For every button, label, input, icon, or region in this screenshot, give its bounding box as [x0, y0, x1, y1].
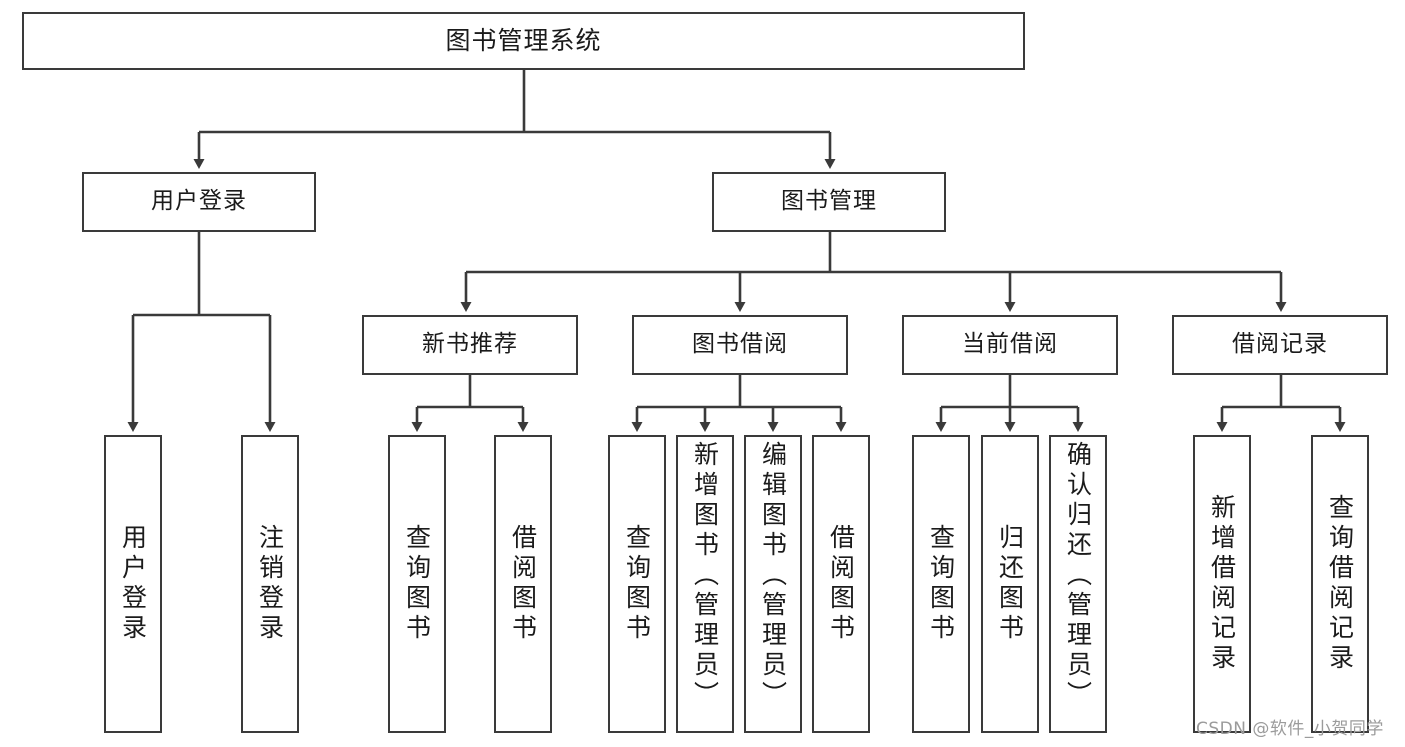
- node-current-borrow-label: 当前借阅: [962, 331, 1058, 358]
- leaf-user-login-signout[interactable]: 注销登录: [241, 435, 299, 733]
- leaf-record-add-record[interactable]: 新增借阅记录: [1193, 435, 1251, 733]
- leaf-current-return-book[interactable]: 归还图书: [981, 435, 1039, 733]
- node-root-system-label: 图书管理系统: [445, 26, 602, 56]
- leaf-current-confirm-return[interactable]: 确认归还（管理员）: [1049, 435, 1107, 733]
- leaf-borrow-query-book-label: 查询图书: [622, 524, 652, 644]
- node-book-management[interactable]: 图书管理: [712, 172, 946, 232]
- leaf-newbook-borrow-book-label: 借阅图书: [508, 524, 538, 644]
- leaf-current-confirm-return-label: 确认归还（管理员）: [1063, 441, 1093, 711]
- node-book-borrow-label: 图书借阅: [692, 331, 788, 358]
- node-book-borrow[interactable]: 图书借阅: [632, 315, 848, 375]
- leaf-record-add-record-label: 新增借阅记录: [1207, 494, 1237, 674]
- node-new-book-recommend-label: 新书推荐: [422, 331, 518, 358]
- node-root-system[interactable]: 图书管理系统: [22, 12, 1025, 70]
- node-borrow-record[interactable]: 借阅记录: [1172, 315, 1388, 375]
- leaf-record-query-record-label: 查询借阅记录: [1325, 494, 1355, 674]
- node-current-borrow[interactable]: 当前借阅: [902, 315, 1118, 375]
- node-new-book-recommend[interactable]: 新书推荐: [362, 315, 578, 375]
- leaf-current-query-book-label: 查询图书: [926, 524, 956, 644]
- leaf-record-query-record[interactable]: 查询借阅记录: [1311, 435, 1369, 733]
- node-borrow-record-label: 借阅记录: [1232, 331, 1328, 358]
- leaf-user-login-signout-label: 注销登录: [255, 524, 285, 644]
- leaf-borrow-add-book-label: 新增图书（管理员）: [690, 441, 720, 711]
- node-user-login-label: 用户登录: [151, 188, 247, 215]
- leaf-newbook-query-book[interactable]: 查询图书: [388, 435, 446, 733]
- leaf-borrow-query-book[interactable]: 查询图书: [608, 435, 666, 733]
- leaf-borrow-add-book[interactable]: 新增图书（管理员）: [676, 435, 734, 733]
- leaf-current-query-book[interactable]: 查询图书: [912, 435, 970, 733]
- node-user-login[interactable]: 用户登录: [82, 172, 316, 232]
- leaf-current-return-book-label: 归还图书: [995, 524, 1025, 644]
- leaf-borrow-edit-book-label: 编辑图书（管理员）: [758, 441, 788, 711]
- node-book-management-label: 图书管理: [781, 188, 877, 215]
- leaf-user-login-signin-label: 用户登录: [118, 524, 148, 644]
- leaf-user-login-signin[interactable]: 用户登录: [104, 435, 162, 733]
- csdn-watermark: CSDN @软件_小贺同学: [1196, 719, 1384, 739]
- leaf-newbook-borrow-book[interactable]: 借阅图书: [494, 435, 552, 733]
- leaf-borrow-lend-book-label: 借阅图书: [826, 524, 856, 644]
- leaf-borrow-lend-book[interactable]: 借阅图书: [812, 435, 870, 733]
- leaf-newbook-query-book-label: 查询图书: [402, 524, 432, 644]
- leaf-borrow-edit-book[interactable]: 编辑图书（管理员）: [744, 435, 802, 733]
